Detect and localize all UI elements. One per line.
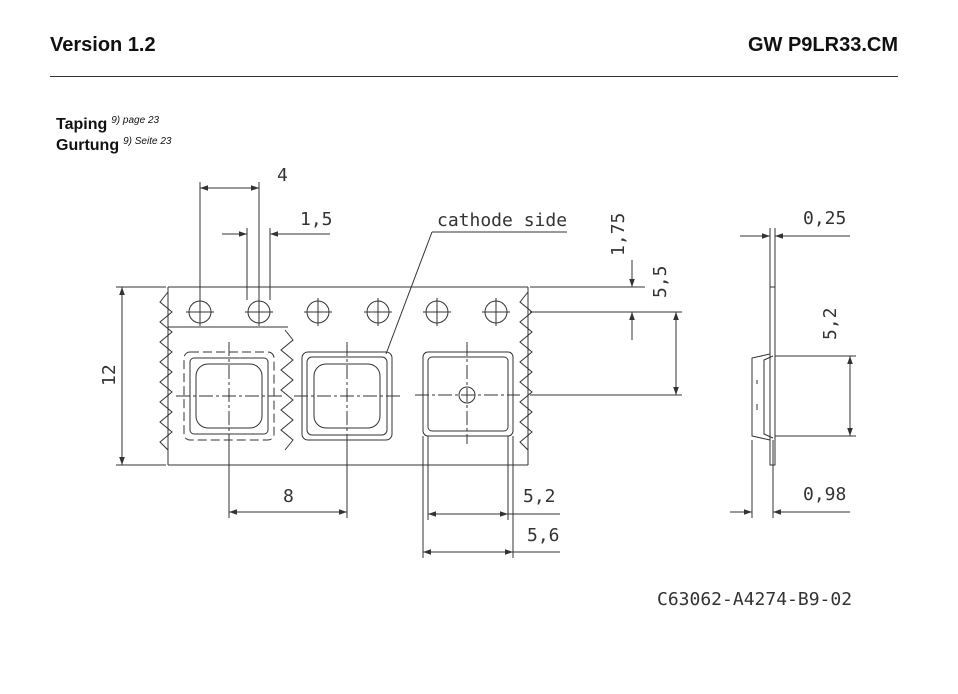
label-pocket-pitch: 8 (283, 486, 294, 507)
pocket-1 (176, 342, 282, 448)
dim-edge-hole (530, 260, 682, 396)
label-pocket-inner: 5,2 (523, 486, 556, 507)
label-pocket-outer: 5,6 (527, 525, 560, 546)
pocket-2 (294, 342, 400, 448)
side-view (730, 228, 856, 518)
label-tape-width: 12 (99, 364, 120, 386)
carrier-tape (159, 286, 533, 466)
label-total-thickness: 0,98 (803, 484, 846, 505)
dim-tape-width (116, 286, 166, 466)
caption-taping-title: Taping (56, 116, 108, 133)
dim-pocket-size (422, 436, 560, 558)
caption-taping-ref: 9) page 23 (111, 115, 160, 126)
caption-gurtung-title: Gurtung (56, 137, 120, 154)
label-hole-to-center: 5,5 (650, 265, 671, 298)
part-number: GW P9LR33.CM (747, 34, 898, 56)
dim-pocket-pitch (228, 448, 348, 518)
cathode-leader (385, 231, 567, 355)
pocket-3 (415, 342, 520, 444)
dim-hole-pitch (199, 182, 260, 298)
dim-hole-diameter (222, 228, 330, 300)
label-hole-pitch: 4 (277, 165, 288, 186)
header-divider (50, 76, 898, 77)
sprocket-holes (186, 298, 510, 326)
label-hole-diameter: 1,5 (300, 209, 333, 230)
label-pocket-depth: 5,2 (820, 307, 841, 340)
version-label: Version 1.2 (50, 34, 156, 56)
drawing-number: C63062-A4274-B9-02 (657, 589, 852, 610)
label-film-thickness: 0,25 (803, 208, 846, 229)
label-cathode-side: cathode side (437, 210, 567, 231)
label-edge-to-hole: 1,75 (608, 213, 629, 256)
caption-gurtung-ref: 9) Seite 23 (123, 136, 172, 147)
